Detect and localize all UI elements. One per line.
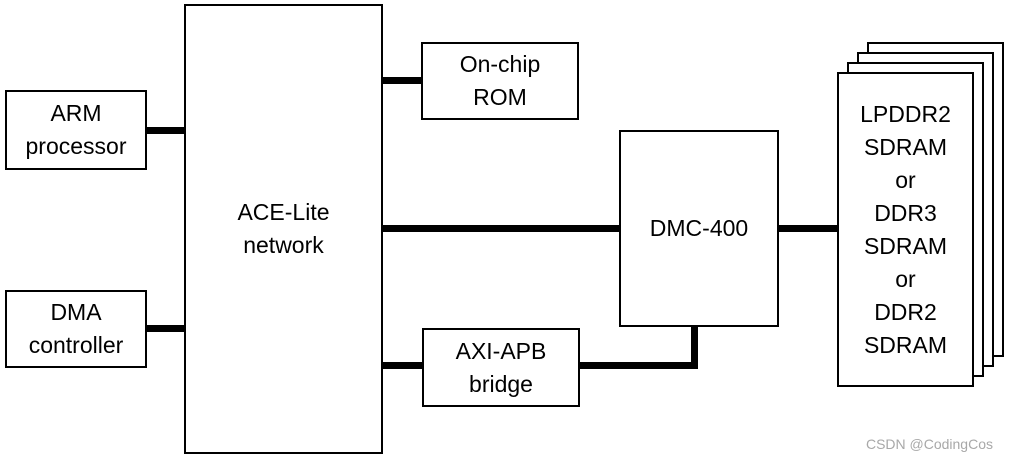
- node-on-chip-rom-label-line: On-chip: [459, 51, 541, 77]
- node-sdram-memory: LPDDR2 SDRAM or DDR3 SDRAM or DDR2 SDRAM: [837, 72, 974, 387]
- node-on-chip-rom: On-chip ROM: [421, 42, 579, 120]
- edge-bridge-to-dmc-horizontal: [579, 362, 698, 369]
- node-sdram-label-line: DDR3: [874, 199, 937, 226]
- node-arm-processor-label-line: ARM: [50, 100, 102, 126]
- node-dma-controller-label-line: controller: [28, 332, 124, 358]
- node-sdram-label-line: or: [895, 265, 916, 292]
- edge-dma-to-ace: [146, 325, 184, 332]
- csdn-watermark: CSDN @CodingCos: [865, 436, 993, 452]
- node-dmc-400: DMC-400: [619, 130, 779, 327]
- edge-ace-to-rom: [382, 77, 422, 84]
- node-axi-apb-bridge: AXI-APB bridge: [422, 328, 580, 407]
- node-dma-controller-label-line: DMA: [50, 299, 102, 325]
- node-axi-apb-bridge-label-line: AXI-APB: [455, 337, 547, 364]
- node-arm-processor-label-line: processor: [25, 133, 127, 159]
- edge-bridge-to-dmc-vertical: [691, 326, 698, 369]
- edge-ace-to-bridge: [382, 362, 423, 369]
- node-sdram-label-line: LPDDR2: [860, 100, 951, 127]
- edge-ace-to-dmc: [382, 225, 620, 232]
- node-ace-lite-network: ACE-Lite network: [184, 4, 383, 454]
- node-sdram-label-line: or: [895, 166, 916, 193]
- node-sdram-label-line: SDRAM: [863, 232, 948, 259]
- edge-arm-to-ace: [146, 127, 184, 134]
- node-dma-controller: DMA controller: [5, 290, 147, 368]
- node-sdram-label-line: SDRAM: [863, 133, 948, 160]
- node-arm-processor: ARM processor: [5, 90, 147, 170]
- node-sdram-label-line: SDRAM: [863, 331, 948, 358]
- node-on-chip-rom-label-line: ROM: [473, 84, 527, 110]
- node-dmc-400-label-line: DMC-400: [649, 215, 749, 241]
- node-ace-lite-network-label-line: network: [243, 232, 324, 258]
- node-ace-lite-network-label-line: ACE-Lite: [237, 199, 330, 225]
- edge-dmc-to-sdram: [778, 225, 838, 232]
- node-axi-apb-bridge-label-line: bridge: [469, 370, 533, 397]
- node-sdram-label-line: DDR2: [874, 298, 937, 325]
